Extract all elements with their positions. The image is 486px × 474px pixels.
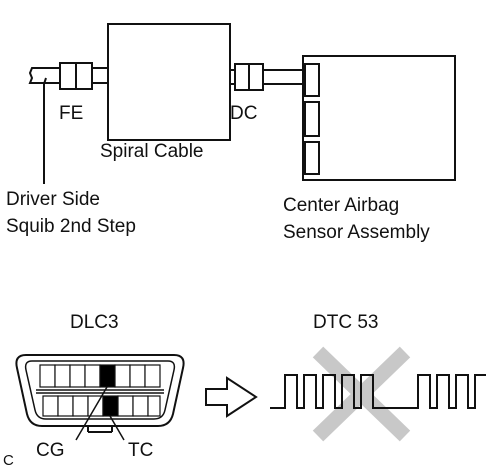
center-airbag-sensor-box	[302, 55, 456, 181]
tc-pin-label: TC	[128, 440, 154, 461]
dlc3-pins	[39, 364, 161, 417]
dlc3-bottom-pin-row	[42, 395, 161, 417]
dc-connector-label: DC	[230, 103, 258, 124]
driver-side-label-line2: Squib 2nd Step	[6, 216, 136, 237]
tc-pin	[102, 395, 119, 417]
dtc-53-pulse-waveform	[270, 374, 486, 409]
pin-leader-lines	[75, 386, 125, 441]
dtc-label: DTC 53	[313, 312, 379, 333]
cg-pin	[99, 364, 116, 388]
right-outline-arrow-icon	[205, 376, 258, 418]
center-airbag-label-line2: Sensor Assembly	[283, 222, 430, 243]
fe-connector-label: FE	[59, 103, 84, 124]
dc-connector	[230, 63, 303, 91]
squib-plug	[28, 67, 60, 184]
cg-pin-label: CG	[36, 440, 65, 461]
dlc3-label: DLC3	[70, 312, 119, 333]
corner-reference-label: C	[3, 452, 14, 469]
driver-side-label-line1: Driver Side	[6, 189, 100, 210]
dlc3-connector	[15, 354, 185, 433]
dlc3-top-pin-row	[39, 364, 161, 388]
center-airbag-label-line1: Center Airbag	[283, 195, 400, 216]
fe-connector	[59, 62, 108, 90]
spiral-cable-box	[107, 23, 231, 141]
spiral-cable-label: Spiral Cable	[100, 141, 204, 162]
